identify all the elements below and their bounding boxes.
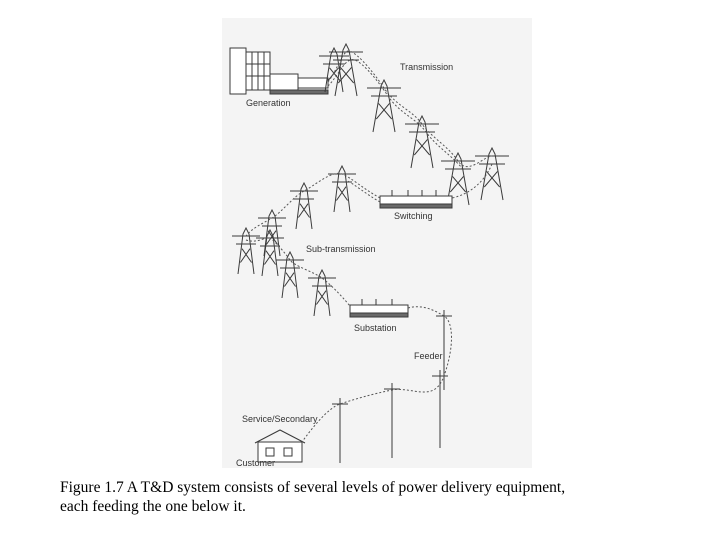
transmission-tower: [329, 42, 363, 97]
subtransmission-tower: [308, 268, 336, 317]
label-feeder: Feeder: [414, 351, 443, 361]
td-system-diagram: Transmission Generation Switching Sub-tr…: [222, 18, 532, 468]
label-service: Service/Secondary: [242, 414, 318, 424]
label-customer: Customer: [236, 458, 276, 468]
substation: [349, 299, 409, 318]
utility-pole: [432, 370, 448, 448]
utility-pole: [436, 310, 452, 390]
caption-line-1: Figure 1.7 A T&D system consists of seve…: [60, 479, 566, 496]
transmission-tower: [319, 46, 349, 93]
label-generation: Generation: [246, 98, 291, 108]
switching-station: [379, 190, 453, 209]
power-delivery-illustration: [229, 42, 509, 463]
subtransmission-tower: [328, 164, 356, 213]
label-transmission: Transmission: [400, 62, 454, 72]
distribution-poles: [332, 310, 452, 463]
customer-house: [254, 429, 306, 463]
label-subtransmission: Sub-transmission: [306, 244, 376, 254]
transmission-tower: [405, 114, 439, 169]
subtransmission-tower: [276, 250, 304, 299]
utility-pole: [332, 398, 348, 463]
subtransmission-towers: [232, 164, 356, 317]
conductors: [245, 50, 493, 443]
utility-pole: [384, 383, 400, 458]
transmission-towers: [319, 42, 509, 206]
transmission-tower: [441, 151, 475, 206]
subtransmission-tower: [290, 181, 318, 230]
label-switching: Switching: [394, 211, 433, 221]
label-substation: Substation: [354, 323, 397, 333]
subtransmission-tower: [232, 226, 260, 275]
transmission-tower: [367, 78, 401, 133]
caption-line-2: each feeding the one below it.: [60, 498, 246, 515]
generation-plant: [229, 47, 329, 95]
figure-caption: Figure 1.7 A T&D system consists of seve…: [60, 478, 700, 516]
